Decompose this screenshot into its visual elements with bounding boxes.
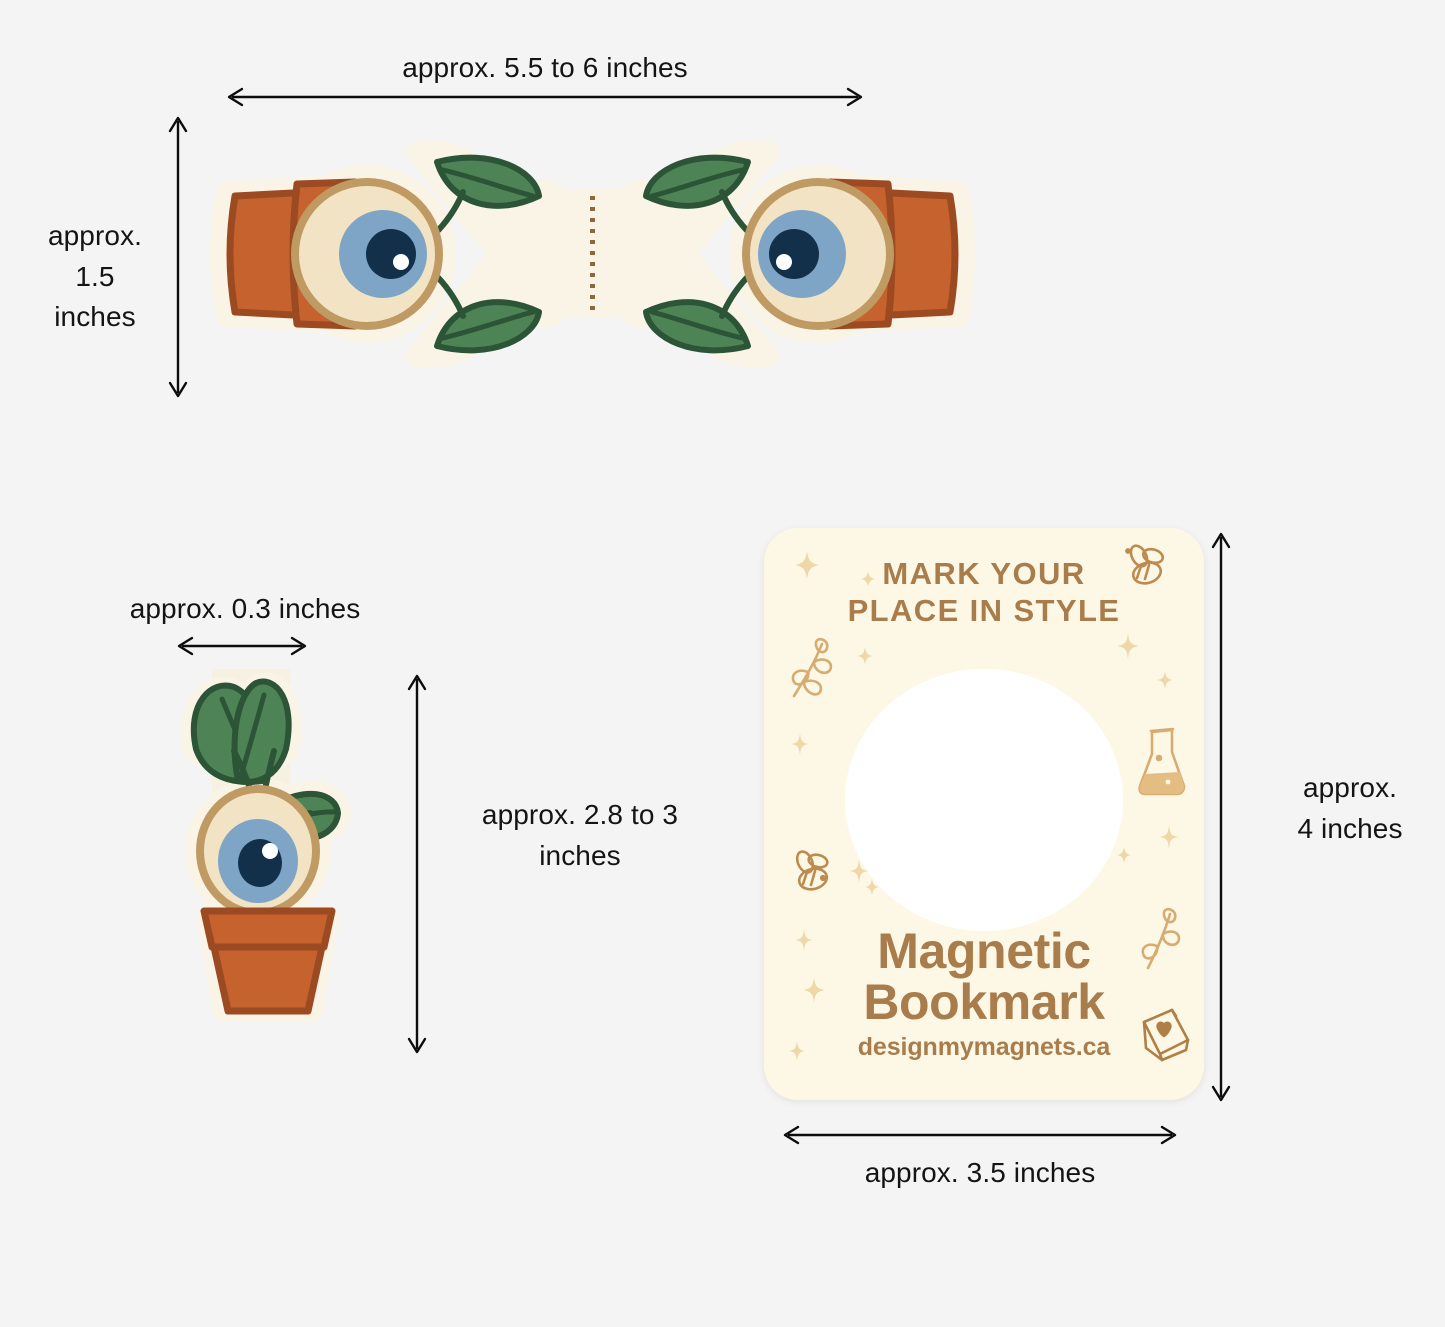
bookmark-right-half xyxy=(588,151,964,356)
bookmark-height-arrow xyxy=(168,116,188,398)
sprig-icon xyxy=(791,637,833,698)
magnet-height-label: approx. 2.8 to 3 inches xyxy=(481,799,679,871)
card-height-label: approx. 4 inches xyxy=(1297,772,1403,844)
sparkle-icon xyxy=(795,929,813,951)
sparkle-icon xyxy=(861,571,875,587)
sparkle-icon xyxy=(857,647,873,665)
bookmark-left-half xyxy=(221,151,597,356)
card-brand-name: Magnetic Bookmark xyxy=(863,923,1105,1030)
single-magnet-illustration xyxy=(180,669,351,1022)
sparkle-icon xyxy=(865,879,879,895)
magnet-thickness-label: approx. 0.3 inches xyxy=(129,593,361,624)
sparkle-icon xyxy=(791,733,809,755)
sparkle-icon xyxy=(1157,671,1173,689)
sparkle-icon xyxy=(789,1041,805,1061)
card-title: MARK YOUR PLACE IN STYLE xyxy=(847,556,1121,628)
sparkle-icon xyxy=(795,551,819,579)
bookmark-open-width-arrow xyxy=(227,87,863,107)
sparkle-icon xyxy=(1117,847,1131,863)
card-website-url: designmymagnets.ca xyxy=(857,1033,1111,1061)
magnet-thickness-arrow xyxy=(177,636,307,656)
sprig-icon xyxy=(1141,907,1181,970)
sparkle-icon xyxy=(1117,633,1139,659)
sparkle-icon xyxy=(1159,825,1179,849)
backing-card: MARK YOUR PLACE IN STYLE Magnetic Bookma… xyxy=(764,528,1204,1100)
flask-icon xyxy=(1138,727,1186,796)
bookmark-open-width-label: approx. 5.5 to 6 inches xyxy=(402,52,688,83)
bookmark-height-label: approx. 1.5 inches xyxy=(47,220,143,333)
sparkle-icon xyxy=(803,977,825,1003)
bookmark-open-illustration xyxy=(205,140,980,370)
sparkle-icon xyxy=(849,859,869,883)
bee-icon xyxy=(1125,544,1165,585)
card-width-arrow xyxy=(783,1125,1177,1145)
card-height-arrow xyxy=(1211,532,1231,1102)
magnet-height-arrow xyxy=(407,674,427,1054)
card-width-label: approx. 3.5 inches xyxy=(864,1157,1096,1188)
book-heart-icon xyxy=(1142,1008,1190,1062)
bee-icon xyxy=(795,850,829,891)
card-product-circle xyxy=(845,669,1123,931)
